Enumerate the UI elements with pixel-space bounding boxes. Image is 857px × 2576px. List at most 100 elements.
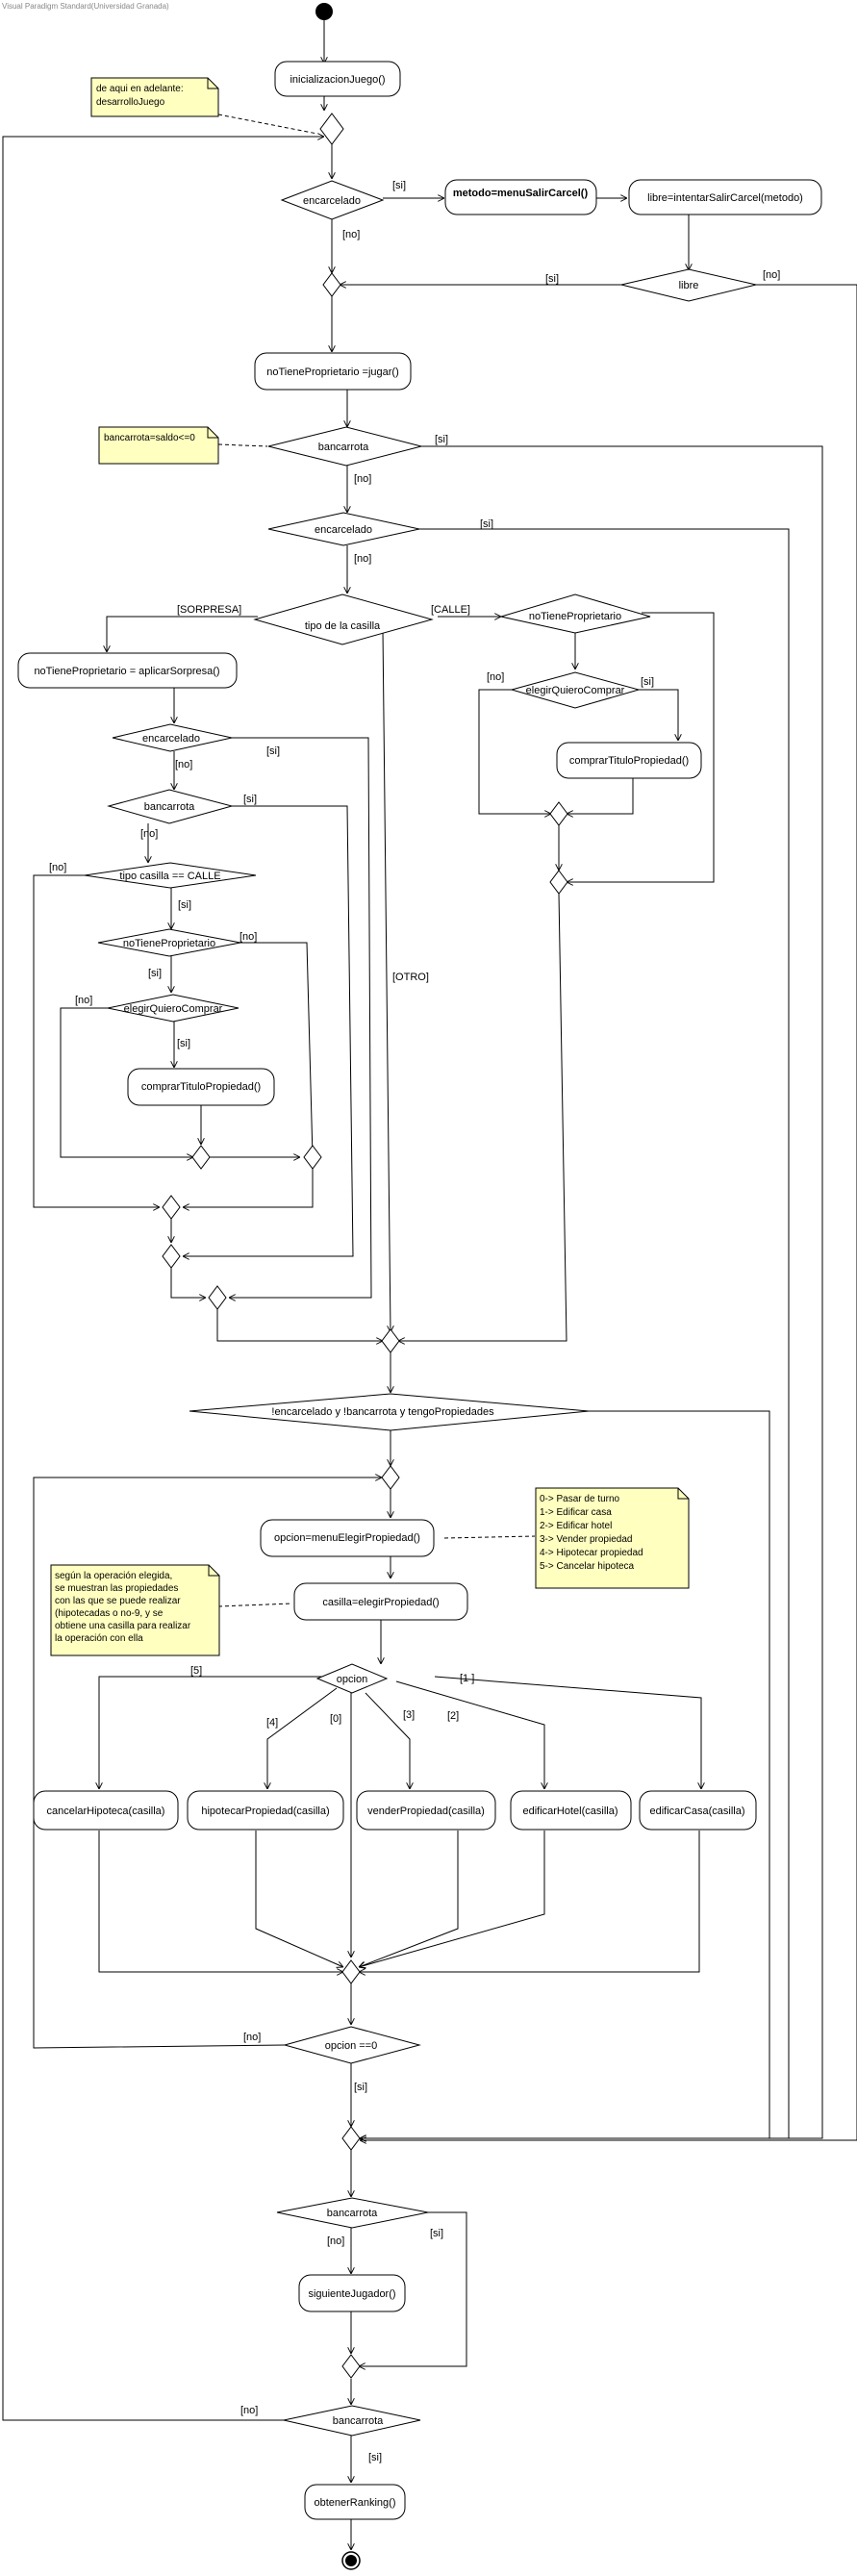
guard-no: [no] [354, 473, 371, 485]
start-node [315, 3, 333, 20]
note-line: 5-> Cancelar hipoteca [540, 1561, 635, 1572]
merge-node [208, 1285, 227, 1310]
action-label: libre=intentarSalirCarcel(metodo) [647, 192, 803, 204]
decision-label: elegirQuieroComprar [124, 1003, 223, 1015]
guard-si: [si] [545, 273, 559, 285]
action-edificar-hotel: edificarHotel(casilla) [510, 1790, 632, 1831]
decision-opcion: opcion [315, 1663, 389, 1694]
guard-si: [si] [354, 2082, 367, 2093]
action-label: opcion=menuElegirPropiedad() [274, 1532, 420, 1544]
action-comprar-titulo-2: comprarTituloPropiedad() [127, 1068, 275, 1106]
note-bancarrota: bancarrota=saldo<=0 [98, 426, 219, 465]
decision-label: bancarrota [318, 442, 369, 453]
decision-label: bancarrota [327, 2208, 378, 2219]
guard-no: [no] [240, 2405, 258, 2416]
guard-op5: [5] [190, 1665, 202, 1677]
decision-no-tiene-propietario-1: noTieneProprietario [499, 593, 651, 634]
guard-otro: [OTRO] [392, 972, 429, 983]
guard-op4: [4] [266, 1717, 278, 1729]
note-line: 4-> Hipotecar propiedad [540, 1548, 643, 1558]
decision-encarcelado-1: encarcelado [280, 180, 385, 220]
merge-node [319, 113, 344, 145]
action-elegir-propiedad: casilla=elegirPropiedad() [293, 1582, 468, 1621]
decision-bancarrota-1: bancarrota [267, 426, 422, 467]
guard-no: [no] [239, 931, 257, 943]
guard-si: [si] [430, 2228, 443, 2239]
decision-opcion-cero: opcion ==0 [283, 2026, 421, 2064]
guard-no: [no] [243, 2032, 261, 2043]
action-menu-elegir-propiedad: opcion=menuElegirPropiedad() [260, 1519, 435, 1557]
decision-elegir-quiero-comprar-1: elegirQuieroComprar [510, 671, 641, 709]
action-hipotecar-propiedad: hipotecarPropiedad(casilla) [187, 1790, 344, 1831]
guard-op2: [2] [447, 1710, 459, 1722]
guard-no: [no] [175, 759, 192, 770]
note-line: (hipotecadas o no-9, y se [55, 1608, 164, 1619]
note-operacion: según la operación elegida, se muestran … [50, 1564, 220, 1656]
decision-label: tipo de la casilla [305, 620, 381, 632]
action-label: comprarTituloPropiedad() [141, 1081, 261, 1093]
action-inicializacion: inicializacionJuego() [274, 61, 401, 97]
guard-si: [si] [392, 180, 406, 191]
decision-label: opcion [337, 1674, 367, 1685]
guard-no: [no] [342, 229, 360, 240]
guard-si: [si] [368, 2452, 382, 2463]
decision-label: !encarcelado y !bancarrota y tengoPropie… [271, 1406, 494, 1418]
note-line: se muestran las propiedades [55, 1583, 178, 1594]
guard-si: [si] [178, 899, 191, 911]
decision-bancarrota-2: bancarrota [107, 789, 234, 824]
merge-node [381, 1465, 400, 1490]
action-menu-salir-carcel: metodo=menuSalirCarcel() [444, 179, 597, 215]
decision-no-tiene-propietario-2: noTieneProprietario [97, 928, 241, 957]
action-edificar-casa: edificarCasa(casilla) [639, 1790, 757, 1831]
decision-encarcelado-2: encarcelado [267, 512, 420, 546]
action-label: casilla=elegirPropiedad() [322, 1597, 439, 1608]
decision-label: libre [679, 280, 699, 291]
guard-no: [no] [75, 995, 92, 1006]
action-label: noTieneProprietario = aplicarSorpresa() [34, 666, 219, 677]
note-line: desarrolloJuego [96, 97, 165, 108]
guard-calle: [CALLE] [431, 604, 470, 616]
guard-no: [no] [487, 671, 504, 683]
action-label: obtenerRanking() [315, 2497, 396, 2509]
merge-node [341, 1959, 361, 1984]
action-label: comprarTituloPropiedad() [569, 755, 689, 767]
action-jugar: noTieneProprietario =jugar() [254, 352, 412, 391]
guard-sorpresa: [SORPRESA] [177, 604, 241, 616]
decision-libre: libre [620, 268, 757, 302]
decision-label: bancarrota [144, 801, 195, 813]
note-opciones: 0-> Pasar de turno 1-> Edificar casa 2->… [535, 1487, 690, 1589]
merge-node [549, 801, 568, 826]
decision-encarcelado-3: encarcelado [112, 723, 233, 752]
decision-tipo-casilla-calle: tipo casilla == CALLE [84, 862, 257, 889]
merge-node [162, 1195, 181, 1220]
decision-label: opcion ==0 [325, 2040, 377, 2052]
decision-label: noTieneProprietario [123, 938, 215, 949]
guard-si: [si] [480, 518, 493, 530]
guard-si: [si] [243, 794, 257, 805]
action-label: edificarHotel(casilla) [522, 1806, 618, 1817]
action-aplicar-sorpresa: noTieneProprietario = aplicarSorpresa() [17, 652, 238, 689]
action-vender-propiedad: venderPropiedad(casilla) [356, 1790, 496, 1831]
decision-label: noTieneProprietario [529, 611, 621, 622]
decision-tipo-casilla: tipo de la casilla [253, 593, 434, 645]
note-line: bancarrota=saldo<=0 [104, 433, 195, 443]
decision-condicion: !encarcelado y !bancarrota y tengoPropie… [189, 1393, 590, 1431]
action-siguiente-jugador: siguienteJugador() [298, 2274, 406, 2312]
watermark: Visual Paradigm Standard(Universidad Gra… [2, 2, 169, 11]
end-node [341, 2551, 361, 2570]
decision-label: encarcelado [315, 524, 372, 536]
action-intentar-salir: libre=intentarSalirCarcel(metodo) [628, 179, 822, 215]
guard-op0: [0] [330, 1713, 341, 1725]
decision-elegir-quiero-comprar-2: elegirQuieroComprar [107, 994, 239, 1023]
decision-label: encarcelado [142, 733, 200, 745]
action-comprar-titulo-1: comprarTituloPropiedad() [556, 742, 702, 779]
guard-si: [si] [266, 745, 280, 757]
action-label: cancelarHipoteca(casilla) [47, 1806, 165, 1817]
action-label: hipotecarPropiedad(casilla) [201, 1806, 329, 1817]
decision-bancarrota-3: bancarrota [276, 2197, 429, 2229]
guard-no: [no] [49, 862, 66, 873]
action-label: noTieneProprietario =jugar() [266, 366, 398, 378]
note-line: 3-> Vender propiedad [540, 1534, 632, 1545]
note-line: de aqui en adelante: [96, 84, 184, 94]
